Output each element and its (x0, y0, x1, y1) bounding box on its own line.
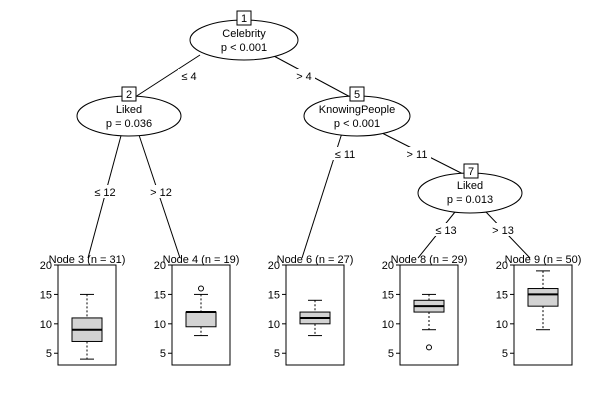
outlier-point (198, 285, 204, 292)
inner-node-2: 2 Liked p = 0.036 (76, 86, 182, 137)
y-axis-tick-label: 15 (154, 289, 166, 301)
edge-1-2 (131, 54, 201, 100)
y-axis-tick-label: 10 (268, 319, 280, 331)
terminal-node: Node 8 (n = 29)20 15 10 5 (382, 254, 468, 366)
node-id-label: 2 (126, 89, 132, 101)
y-axis-tick-label: 5 (46, 348, 52, 360)
terminal-node-title: Node 9 (n = 50) (505, 254, 582, 266)
node-id-label: 1 (241, 13, 247, 25)
split-variable-label: KnowingPeople (319, 104, 395, 116)
edge-labels: ≤ 4 > 4 ≤ 12 > 12 ≤ 11 > 11 ≤ 13 > 13 (91, 69, 517, 237)
terminal-node: Node 3 (n = 31)20 15 10 5 (40, 254, 126, 366)
p-value-label: p = 0.036 (106, 118, 152, 130)
edge-label-2-4: > 12 (150, 187, 172, 199)
y-axis-tick-label: 20 (40, 260, 52, 272)
y-axis-tick-label: 15 (40, 289, 52, 301)
split-variable-label: Liked (457, 180, 483, 192)
outlier-point (426, 344, 432, 351)
y-axis-tick-label: 5 (274, 348, 280, 360)
p-value-label: p < 0.001 (221, 42, 267, 54)
edge-label-1-2: ≤ 4 (181, 71, 196, 83)
terminal-node-title: Node 8 (n = 29) (391, 254, 468, 266)
tree-edges (87, 54, 531, 259)
plot-panel (399, 264, 459, 366)
y-axis-tick-label: 10 (382, 319, 394, 331)
y-axis-tick-label: 20 (496, 260, 508, 272)
node-id-label: 7 (468, 166, 474, 178)
p-value-label: p < 0.001 (334, 118, 380, 130)
y-axis-tick-label: 5 (388, 348, 394, 360)
y-axis-tick-label: 20 (154, 260, 166, 272)
y-axis-tick-label: 15 (496, 289, 508, 301)
inner-node-7: 7 Liked p = 0.013 (417, 163, 523, 214)
edge-label-1-5: > 4 (296, 71, 312, 83)
terminal-node: Node 6 (n = 27)20 15 10 5 (268, 254, 354, 366)
split-variable-label: Liked (116, 104, 142, 116)
terminal-node-title: Node 3 (n = 31) (49, 254, 126, 266)
p-value-label: p = 0.013 (447, 194, 493, 206)
terminal-node-title: Node 4 (n = 19) (163, 254, 240, 266)
y-axis-tick-label: 15 (382, 289, 394, 301)
y-axis-tick-label: 20 (382, 260, 394, 272)
edge-label-7-8: ≤ 13 (435, 225, 456, 237)
edge-label-2-3: ≤ 12 (94, 187, 115, 199)
y-axis-tick-label: 15 (268, 289, 280, 301)
y-axis-tick-label: 10 (154, 319, 166, 331)
iqr-box (185, 311, 217, 328)
split-variable-label: Celebrity (222, 28, 266, 40)
terminal-node-title: Node 6 (n = 27) (277, 254, 354, 266)
edge-label-5-6: ≤ 11 (335, 149, 356, 161)
edge-label-7-9: > 13 (492, 225, 514, 237)
terminal-node: Node 4 (n = 19)20 15 10 5 (154, 254, 240, 366)
edge-label-5-7: > 11 (407, 149, 428, 161)
inner-node-1: 1 Celebrity p < 0.001 (189, 10, 299, 61)
y-axis-tick-label: 5 (502, 348, 508, 360)
y-axis-tick-label: 10 (40, 319, 52, 331)
terminal-node: Node 9 (n = 50)20 15 10 5 (496, 254, 582, 366)
y-axis-tick-label: 20 (268, 260, 280, 272)
y-axis-tick-label: 10 (496, 319, 508, 331)
y-axis-tick-label: 5 (160, 348, 166, 360)
iqr-box (527, 288, 559, 307)
node-id-label: 5 (354, 89, 360, 101)
inner-node-5: 5 KnowingPeople p < 0.001 (303, 86, 411, 137)
